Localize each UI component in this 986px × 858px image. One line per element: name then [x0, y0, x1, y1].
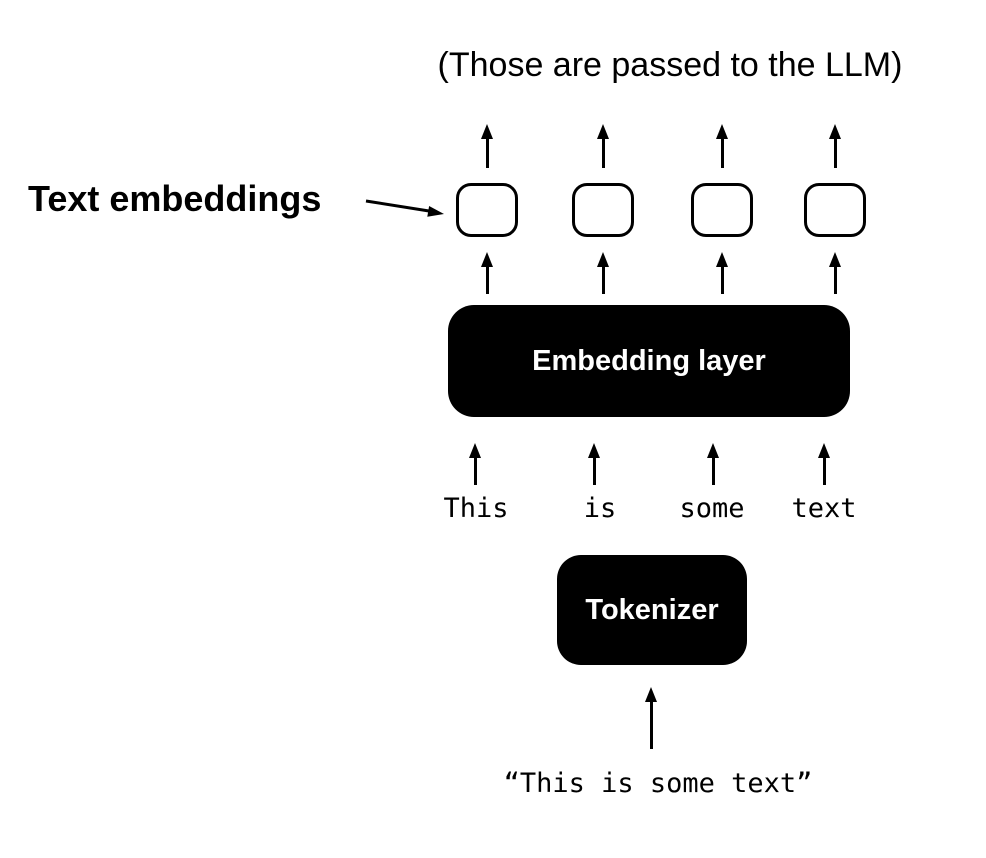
token-arrow-icon [588, 443, 601, 485]
input-arrow-icon [645, 687, 658, 749]
token-arrow-icon [818, 443, 831, 485]
embedding-arrow-icon [716, 252, 729, 294]
embedding-arrow-icon [829, 252, 842, 294]
embedding-box [691, 183, 753, 237]
output-arrow-icon [481, 124, 494, 168]
embedding-box [456, 183, 518, 237]
llm-note: (Those are passed to the LLM) [437, 46, 903, 84]
embedding-layer-node: Embedding layer [448, 305, 850, 417]
embedding-arrow-icon [597, 252, 610, 294]
output-arrow-icon [597, 124, 610, 168]
output-arrow-icon [829, 124, 842, 168]
input-text: “This is some text” [503, 768, 813, 799]
token-label: text [791, 493, 857, 524]
token-arrow-icon [469, 443, 482, 485]
tokenizer-node: Tokenizer [557, 555, 747, 665]
embedding-box [804, 183, 866, 237]
tokenizer-label: Tokenizer [585, 593, 719, 626]
token-label: is [583, 493, 617, 524]
embedding-box [572, 183, 634, 237]
token-arrow-icon [707, 443, 720, 485]
token-label: This [443, 493, 509, 524]
embedding-layer-label: Embedding layer [532, 344, 766, 377]
label-pointer-arrow-icon [365, 199, 444, 217]
embedding-arrow-icon [481, 252, 494, 294]
output-arrow-icon [716, 124, 729, 168]
token-label: some [679, 493, 745, 524]
text-embeddings-label: Text embeddings [28, 178, 322, 219]
